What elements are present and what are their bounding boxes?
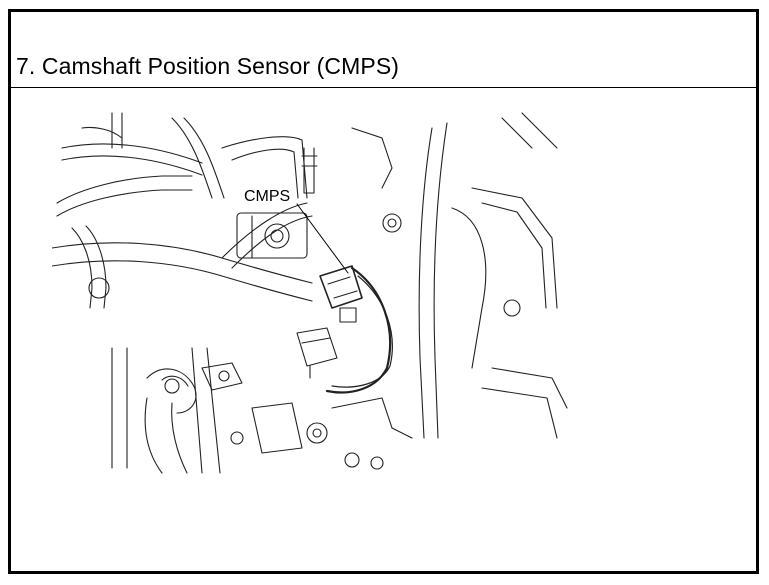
section-title: 7. Camshaft Position Sensor (CMPS): [16, 53, 400, 79]
section-header: 7. Camshaft Position Sensor (CMPS): [11, 12, 756, 88]
cmps-callout-label: CMPS: [243, 188, 292, 206]
engine-illustration: [52, 108, 572, 480]
document-frame: 7. Camshaft Position Sensor (CMPS): [8, 9, 759, 574]
